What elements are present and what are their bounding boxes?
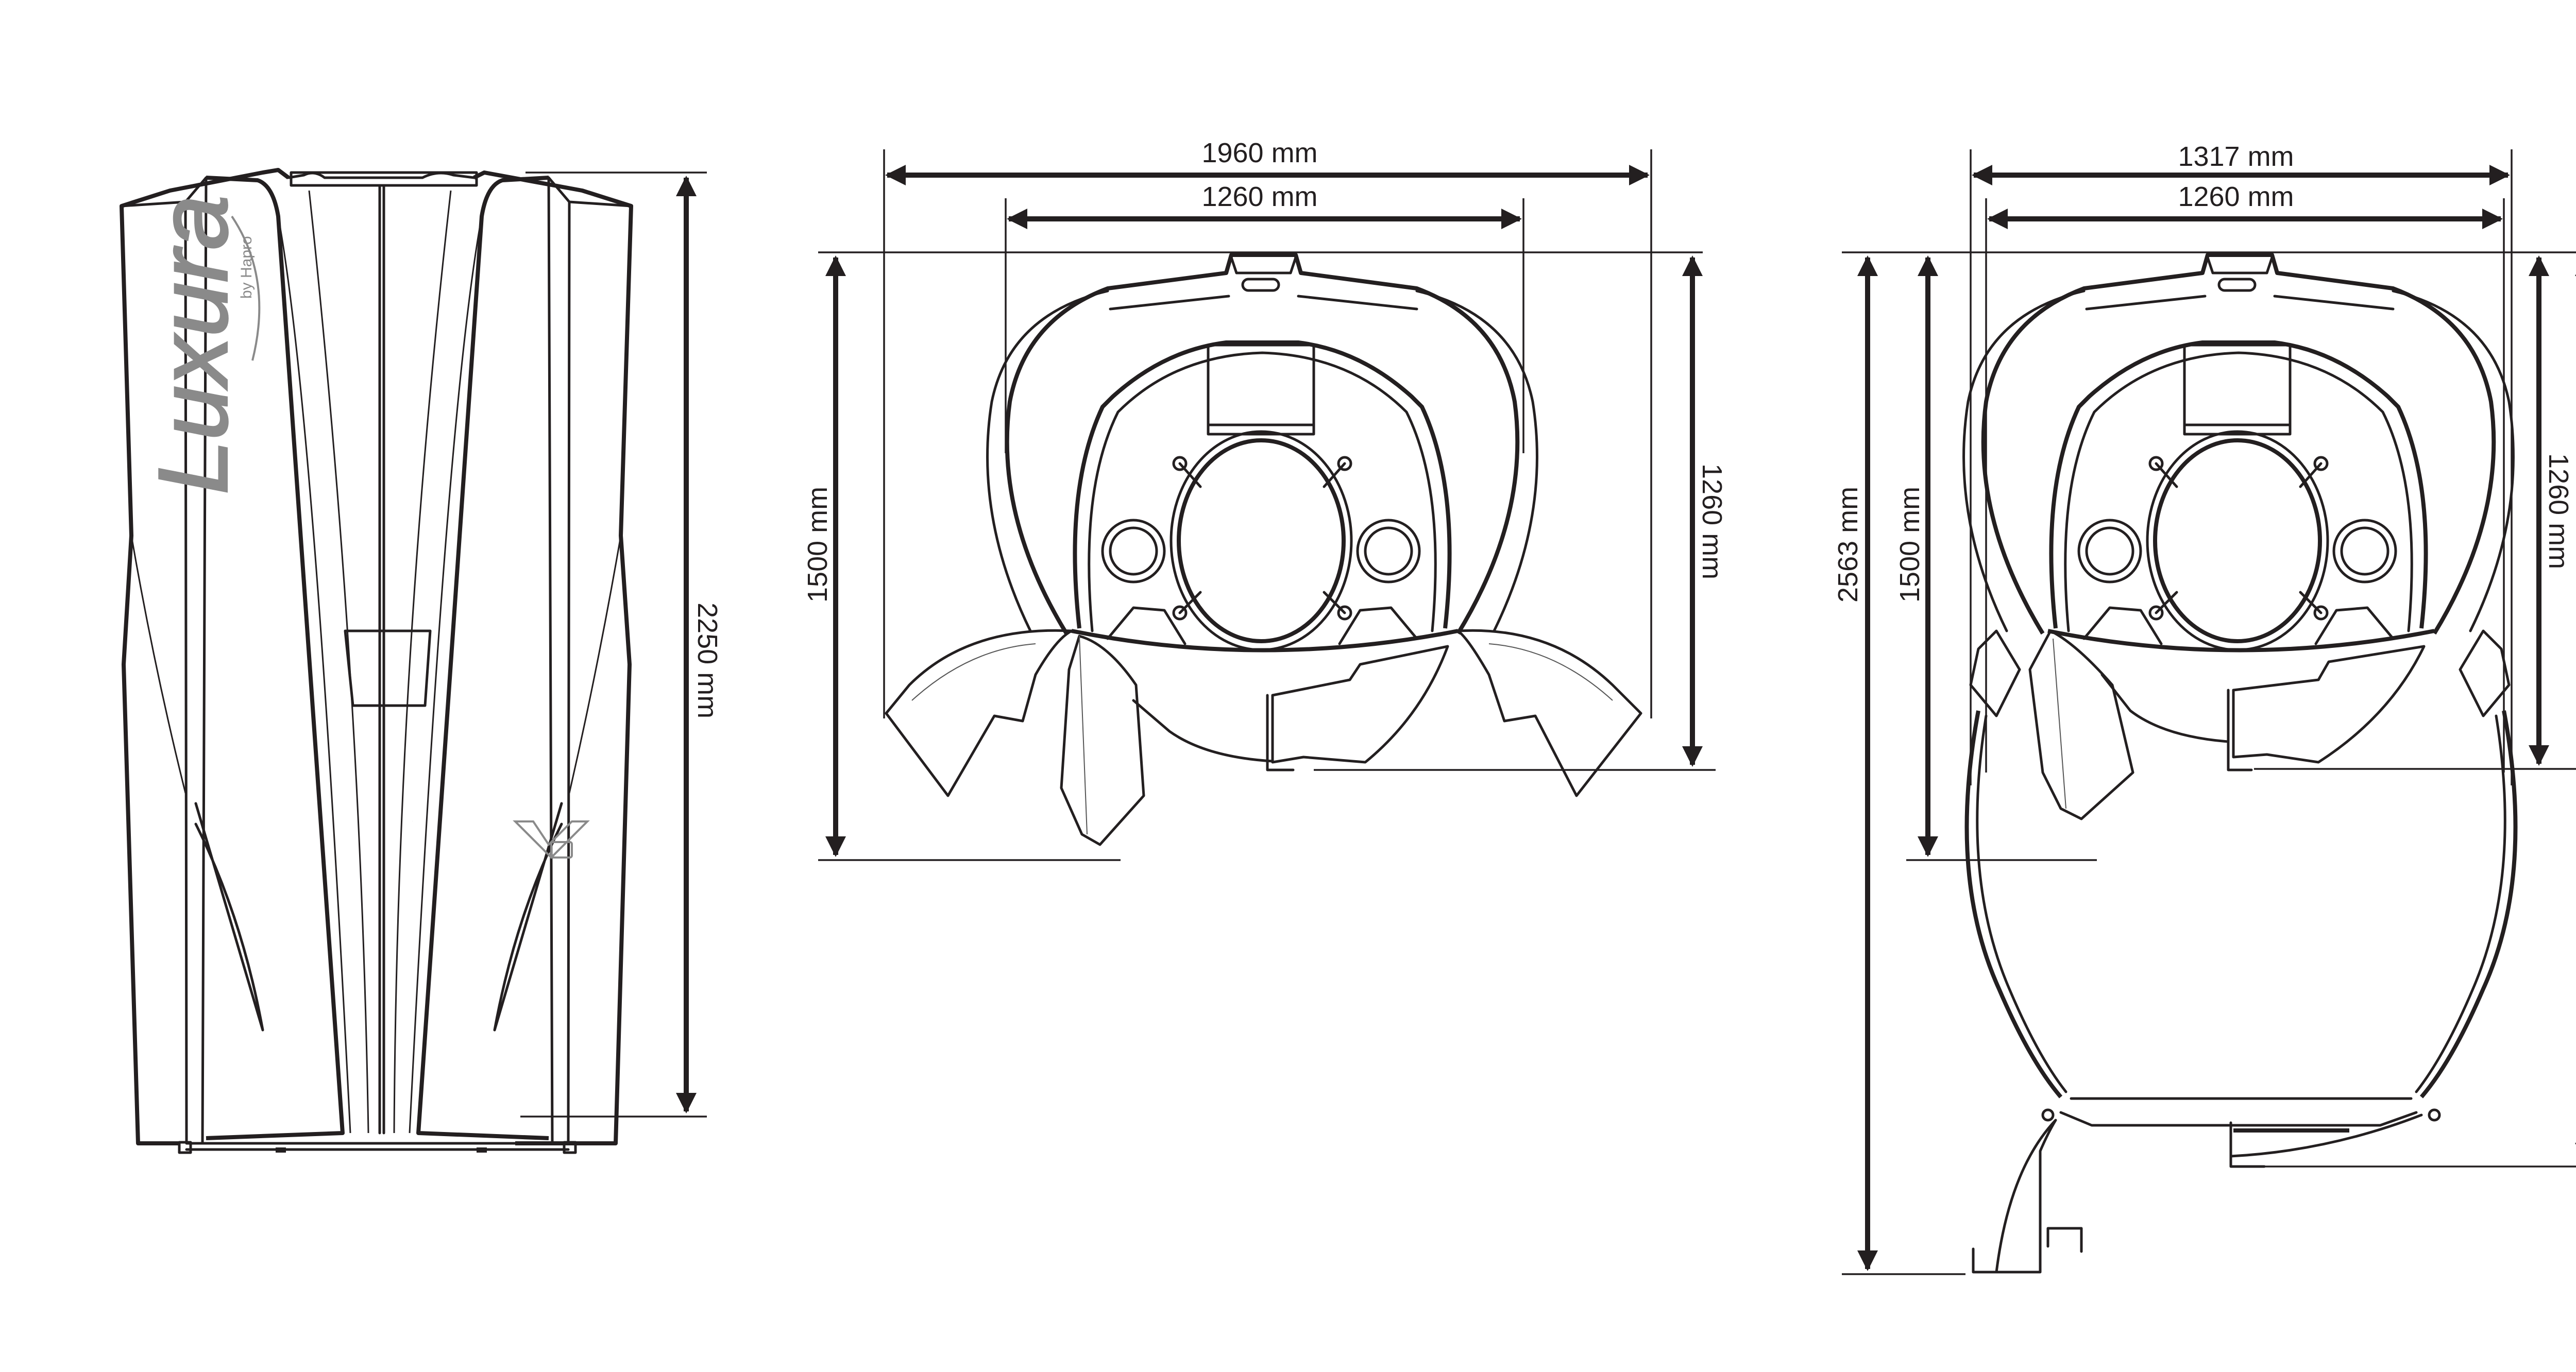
logo-subtext: by Hapro [238,236,255,299]
dimension-overall-depth: 1500 mm [802,255,846,857]
dimension-label-door-depth: 1500 mm [1894,487,1925,603]
dimension-label-overall-depth: 1500 mm [802,487,833,603]
dimension-label-cabin-overall-width: 1317 mm [2178,141,2294,172]
v6-badge-text: V6 [412,821,413,822]
dimension-height: 2250 mm [520,172,723,1118]
dimension-label-cabin-body-width: 1260 mm [2178,181,2294,212]
dimension-label-overall-width: 1960 mm [1201,138,1317,168]
dimension-body-width: 1260 mm [1007,181,1522,229]
dimension-total-depth: 2563 mm [1833,255,1878,1271]
dimension-label-cabin-body-depth: 1260 mm [2543,453,2574,569]
dimension-body-width: 1260 mm [1987,181,2503,229]
logo-text: Luxura [139,195,248,494]
dimension-overall-width: 1960 mm [885,138,1650,185]
dimension-label-height: 2250 mm [692,603,723,718]
dimension-door-depth: 1500 mm [1894,255,1938,857]
v6-badge: V6 [412,820,590,859]
top-view-with-cabin: 1317 mm 1260 mm 2563 mm 1500 mm 1260 mm … [1833,141,2576,1275]
dimension-label-body-width: 1260 mm [1201,181,1317,212]
dimension-body-depth: 1260 mm [2529,255,2574,766]
luxura-logo: Luxura by Hapro [138,194,261,495]
dimension-label-body-depth: 1260 mm [1697,464,1727,579]
top-view-doors-open: 1960 mm 1260 mm 1500 mm 1260 mm [802,138,1727,861]
dimension-overall-width: 1317 mm [1972,141,2510,185]
dimension-body-depth: 1260 mm [1682,255,1727,767]
dimension-label-total-depth: 2563 mm [1833,487,1863,603]
front-view: Luxura by Hapro V6 2250 mm [120,168,723,1154]
